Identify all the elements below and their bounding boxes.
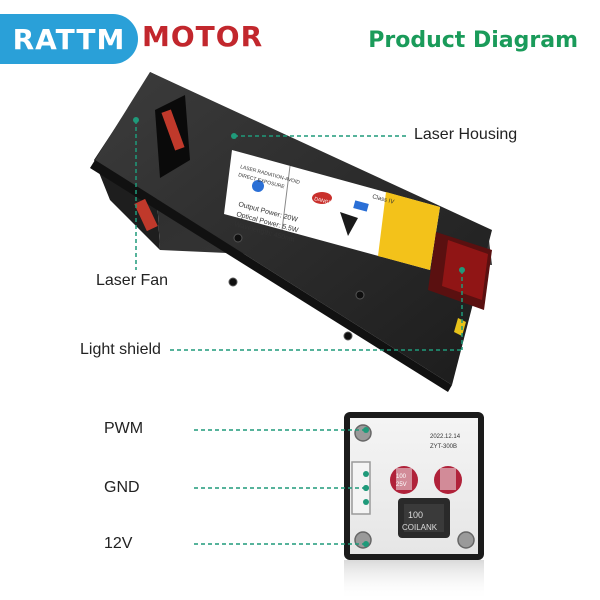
label-gnd: GND [104,479,140,496]
pcb-board [344,412,484,560]
sticker-danger: DANGER [313,196,336,207]
callout-dot-shield [459,267,465,273]
inductor-value: 100 [408,510,423,520]
callout-lines [135,120,463,545]
label-laser-fan: Laser Fan [96,272,169,289]
inductor-brand: COILANK [402,523,438,532]
callout-dots [133,117,465,547]
pcb-code1: ZYT-300B [430,444,457,450]
cap-volt: 25V [396,482,407,488]
callout-dot-fan [133,117,139,123]
brand-badge: RATTM [0,14,138,64]
cap-value: 100 [396,474,407,480]
callout-dot-12v [363,541,369,547]
board-reflection [344,560,484,600]
warning-sticker [224,150,440,270]
laser-fan [134,95,190,232]
pcb-code2: 2022.12.14 [430,434,461,440]
diagram-title: Product Diagram [368,28,578,53]
sticker-class: Class IV [371,194,394,206]
label-light-shield: Light shield [80,341,161,358]
callout-dot-gnd [363,485,369,491]
brand-name: RATTM [12,22,126,56]
brand-suffix: MOTOR [142,20,264,53]
label-pwm: PWM [104,420,144,437]
label-laser-housing: Laser Housing [414,126,518,143]
callout-dot-pwm [363,427,369,433]
label-12v: 12V [104,535,133,552]
callout-dot-housing [231,133,237,139]
